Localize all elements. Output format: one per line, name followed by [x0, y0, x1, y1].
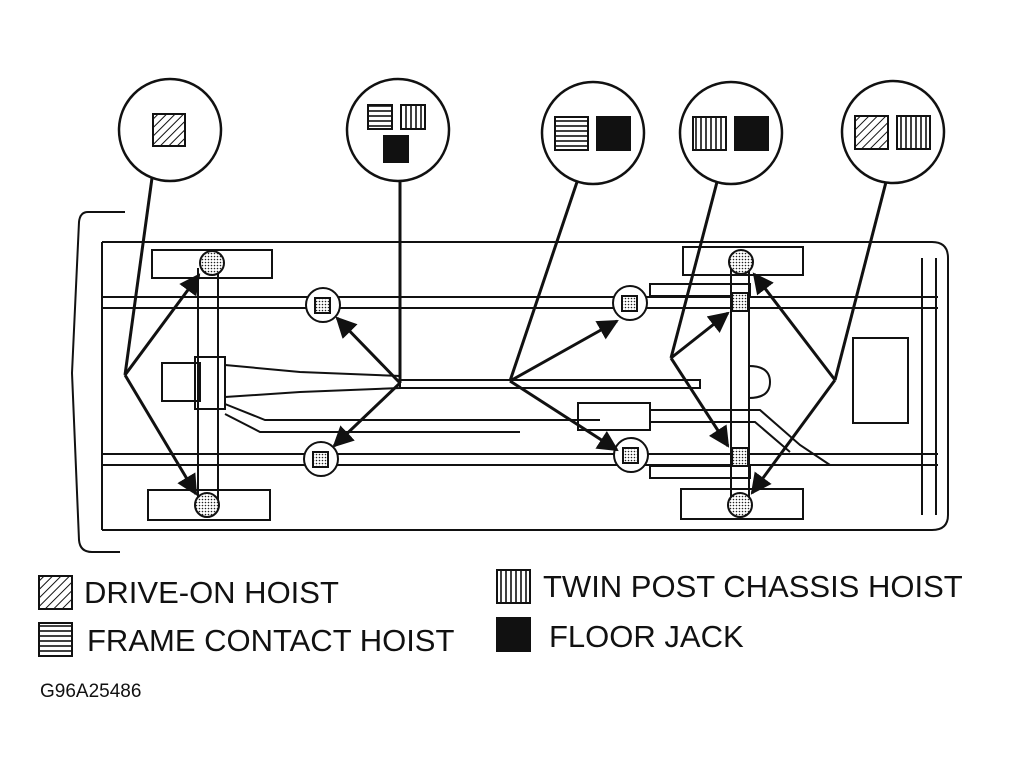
- front-bumper: [70, 211, 125, 553]
- swatch-drive-on-hoist: [854, 115, 889, 150]
- legend-item-drive-on-hoist: DRIVE-ON HOIST: [38, 575, 339, 610]
- legend-label-drive-on-hoist: DRIVE-ON HOIST: [84, 575, 339, 610]
- lift-point-rear-left-wheel: [728, 249, 754, 275]
- tire-front-right: [147, 489, 271, 521]
- legend-label-frame-contact-hoist: FRAME CONTACT HOIST: [87, 623, 454, 658]
- spare-tire-box: [852, 337, 909, 424]
- lift-point-axle-upper: [731, 292, 749, 312]
- swatch-frame-contact-hoist: [367, 104, 393, 130]
- figure-code: G96A25486: [40, 681, 141, 702]
- callout-twin-floor: [678, 80, 784, 186]
- legend-item-frame-contact-hoist: FRAME CONTACT HOIST: [38, 622, 454, 658]
- lift-point-front-left-wheel: [199, 250, 225, 276]
- callout-frame-twin-floor: [345, 77, 451, 183]
- swatch-frame-contact-hoist: [554, 116, 589, 151]
- legend-swatch-drive-on-hoist: [38, 575, 73, 610]
- legend: DRIVE-ON HOIST FRAME CONTACT HOIST TWIN …: [38, 569, 963, 658]
- legend-item-floor-jack: FLOOR JACK: [496, 617, 744, 654]
- swatch-twin-post-chassis-hoist: [896, 115, 931, 150]
- tire-rear-left: [682, 246, 804, 276]
- differential: [748, 365, 772, 399]
- lift-point-rear-right-wheel: [727, 492, 753, 518]
- callout-frame-floor: [540, 80, 646, 186]
- body-outline: [102, 241, 949, 531]
- swatch-floor-jack: [734, 116, 769, 151]
- legend-label-floor-jack: FLOOR JACK: [549, 619, 744, 654]
- legend-swatch-floor-jack: [496, 617, 531, 652]
- swatch-floor-jack: [596, 116, 631, 151]
- callout-drive-on: [117, 77, 223, 183]
- lift-points: [194, 249, 754, 518]
- tire-rear-right: [680, 488, 804, 520]
- legend-swatch-twin-post-chassis-hoist: [496, 569, 531, 604]
- leader-lines: [123, 177, 888, 496]
- swatch-twin-post-chassis-hoist: [400, 104, 426, 130]
- swatch-drive-on-hoist: [152, 113, 186, 147]
- callout-drive-twin: [840, 79, 946, 185]
- lift-point-front-right-wheel: [194, 492, 220, 518]
- swatch-twin-post-chassis-hoist: [692, 116, 727, 151]
- lift-point-axle-lower: [731, 447, 749, 467]
- legend-label-twin-post-chassis-hoist: TWIN POST CHASSIS HOIST: [543, 569, 963, 604]
- legend-item-twin-post-chassis-hoist: TWIN POST CHASSIS HOIST: [496, 569, 963, 604]
- legend-swatch-frame-contact-hoist: [38, 622, 73, 657]
- swatch-floor-jack: [383, 135, 409, 163]
